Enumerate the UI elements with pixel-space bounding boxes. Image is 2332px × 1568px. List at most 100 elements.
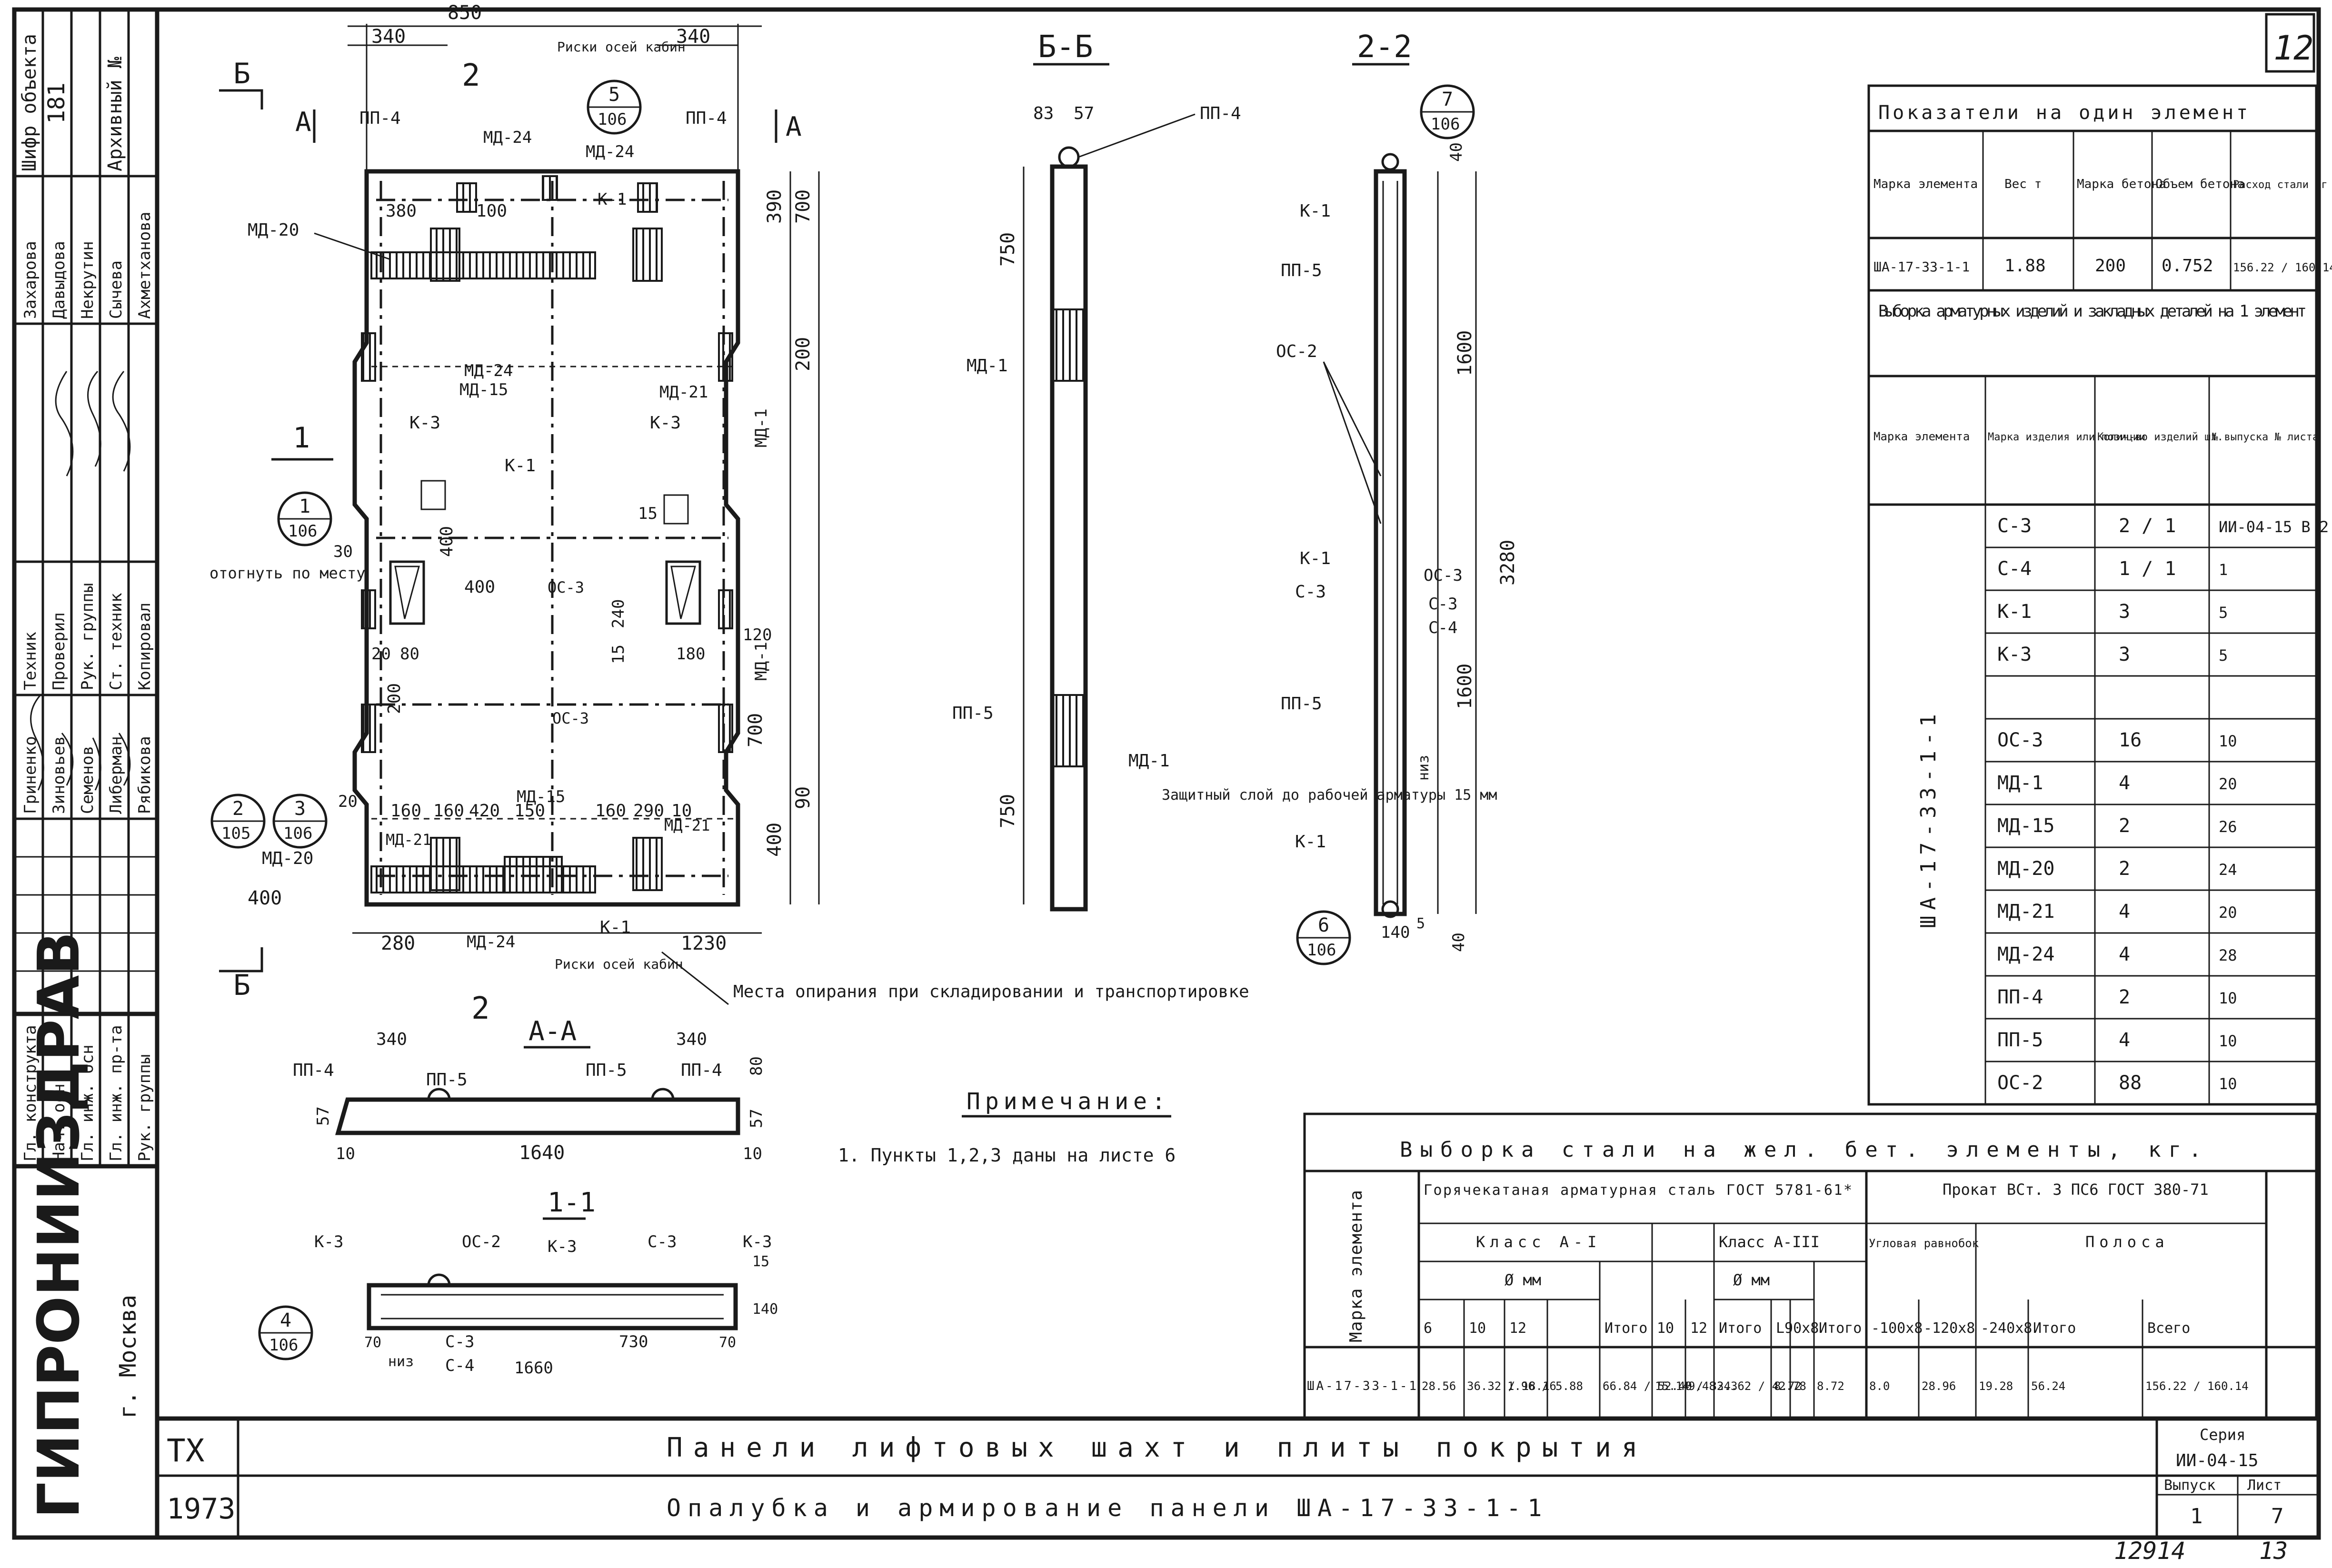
name-left-1: Гриненко xyxy=(21,736,40,814)
steel-group1: Горячекатаная арматурная сталь ГОСТ 5781… xyxy=(1424,1182,1852,1199)
role2-4: Ст. техник xyxy=(107,593,126,690)
callout-7-sheet: 106 xyxy=(1431,115,1460,134)
label-22-pp5-bottom: ПП-5 xyxy=(1281,694,1322,714)
callout-4-sheet: 106 xyxy=(269,1336,298,1355)
label-22-os3: ОС-3 xyxy=(1424,566,1463,585)
callout-2-num: 2 xyxy=(232,798,244,820)
plate-pp4-right xyxy=(637,182,658,213)
selection-ref-7: 20 xyxy=(2219,775,2237,793)
label-22-protect: Защитный слой до рабочей арматуры 15 мм xyxy=(1162,787,1497,804)
role2-5: Копировал xyxy=(135,603,154,690)
steel-value-2: 36.32 / 18.16 xyxy=(1467,1379,1556,1393)
sheet-value: 7 xyxy=(2271,1504,2284,1528)
selection-mark-3: К-1 xyxy=(1997,601,2032,623)
label-22-s3-left: С-3 xyxy=(1295,582,1326,602)
label-md24-top: МД-24 xyxy=(483,128,532,147)
dim-15-b: 15 xyxy=(609,645,628,664)
label-pp4-left: ПП-4 xyxy=(359,109,401,128)
dim-1230: 90 xyxy=(792,786,814,809)
label-md20-bottom: МД-20 xyxy=(262,849,313,868)
selection-mark-7: МД-1 xyxy=(1997,772,2043,794)
label-md21-bottom-right: МД-21 xyxy=(664,816,710,834)
dim-40-bottom: 40 xyxy=(1449,933,1468,952)
dim-200-bottom: 700 xyxy=(745,713,767,747)
steel-col-header-13: -120x8 xyxy=(1923,1320,1975,1337)
steel-value-12: 8.0 xyxy=(1869,1379,1890,1393)
callout-6-sheet: 106 xyxy=(1307,941,1336,960)
label-22-s3-right: С-3 xyxy=(1428,595,1457,614)
role-4: Гл. инж. пр-та xyxy=(107,1025,126,1161)
section-mark-b-bottom: Б xyxy=(233,969,250,1002)
ind-weight: 1.88 xyxy=(2004,256,2046,276)
label-md20-top: МД-20 xyxy=(248,220,299,240)
steel-col-header-15: Итого xyxy=(2033,1320,2076,1337)
page-number-box xyxy=(2265,13,2315,73)
name-right-5: Ахметханова xyxy=(135,212,154,319)
plate-pp4-left xyxy=(456,182,477,213)
dim-400-c: 200 xyxy=(385,683,404,714)
section-bb-title: Б-Б xyxy=(1038,30,1093,65)
dim-160-a: 160 xyxy=(433,801,464,821)
dim-top-left: 340 xyxy=(371,26,406,48)
role2-3: Рук. группы xyxy=(78,583,97,690)
steel-value-3: 1.96 / 5.88 xyxy=(1507,1379,1583,1393)
selection-qty-7: 4 xyxy=(2119,772,2130,794)
selection-mark-14: ОС-2 xyxy=(1997,1072,2043,1094)
name-right-1: Захарова xyxy=(21,241,40,319)
selection-title: Выборка арматурных изделий и закладных д… xyxy=(1878,302,2307,321)
steel-class1: Класс А-I xyxy=(1476,1233,1601,1251)
dim-aa-57-left: 57 xyxy=(314,1106,333,1126)
dim-57: 57 xyxy=(1074,104,1094,123)
steel-col-header-3: 12 xyxy=(1509,1320,1526,1337)
dim-140: 140 xyxy=(1381,923,1410,942)
detail-callouts: 5 106 1 106 2 105 3 106 7 106 6 106 4 10… xyxy=(210,79,1475,1360)
note-title: Примечание: xyxy=(967,1088,1170,1115)
dept-code: ТХ xyxy=(167,1432,205,1469)
section-aa-title: А-А xyxy=(528,1016,577,1047)
label-k1-mid: К-1 xyxy=(505,456,536,476)
label-22-k1-mid: К-1 xyxy=(1300,549,1331,568)
selection-mark-1: С-3 xyxy=(1997,515,2032,537)
ind-h-concrete: Марка бетона xyxy=(2077,177,2166,191)
issue-label: Выпуск xyxy=(2164,1477,2215,1494)
dim-120: 120 xyxy=(743,625,772,645)
steel-table: Выборка стали на жел. бет. элементы, кг.… xyxy=(1303,1112,2318,1420)
dim-180: 80 xyxy=(400,645,419,664)
selection-mark-13: ПП-5 xyxy=(1997,1029,2043,1051)
sheet-label: Лист xyxy=(2247,1477,2282,1494)
steel-value-11: 8.72 xyxy=(1817,1379,1844,1393)
selection-qty-10: 4 xyxy=(2119,901,2130,923)
dim-11-15: 15 xyxy=(752,1253,769,1270)
dim-10: 20 xyxy=(338,792,358,811)
label-aa-pp4-right: ПП-4 xyxy=(681,1061,722,1080)
section-mark-a-left: А xyxy=(295,107,311,138)
selection-ref-13: 10 xyxy=(2219,1032,2237,1050)
ind-concrete: 200 xyxy=(2095,256,2126,276)
footer-page: 13 xyxy=(2259,1537,2288,1565)
selection-mark-4: К-3 xyxy=(1997,644,2032,665)
sel-element: ША-17-33-1-1 xyxy=(1916,708,1941,928)
name-left-5: Рябикова xyxy=(135,736,154,814)
selection-mark-10: МД-21 xyxy=(1997,901,2054,923)
name-right-3: Некрутин xyxy=(78,241,97,319)
ind-h-steel: Расход стали кг xyxy=(2233,179,2328,191)
ind-h-mark: Марка элемента xyxy=(1874,177,1978,191)
callout-6-num: 6 xyxy=(1318,914,1329,936)
label-md1-top: МД-1 xyxy=(752,408,771,447)
dim-160-c: 290 xyxy=(633,801,664,821)
selection-table: Выборка арматурных изделий и закладных д… xyxy=(1867,289,2329,1106)
selection-qty-12: 2 xyxy=(2119,986,2130,1008)
dim-15-a: 15 xyxy=(638,504,658,523)
steel-diam-3: Ø мм xyxy=(1733,1271,1770,1289)
selection-qty-11: 4 xyxy=(2119,943,2130,965)
side-stamp-block: Шифр объекта 181 Архивный № Гл. конструк… xyxy=(14,10,159,1538)
footer-code: 12914 xyxy=(2114,1537,2186,1565)
label-k1-top: К-1 xyxy=(598,190,627,209)
page-number: 12 xyxy=(2273,29,2313,68)
dim-400-right: 1230 xyxy=(681,933,727,954)
role2-2: Проверил xyxy=(50,612,69,690)
label-pp4-right: ПП-4 xyxy=(686,109,727,128)
dim-aa-80: 80 xyxy=(747,1056,766,1076)
plate-md24-top-left xyxy=(430,228,460,282)
